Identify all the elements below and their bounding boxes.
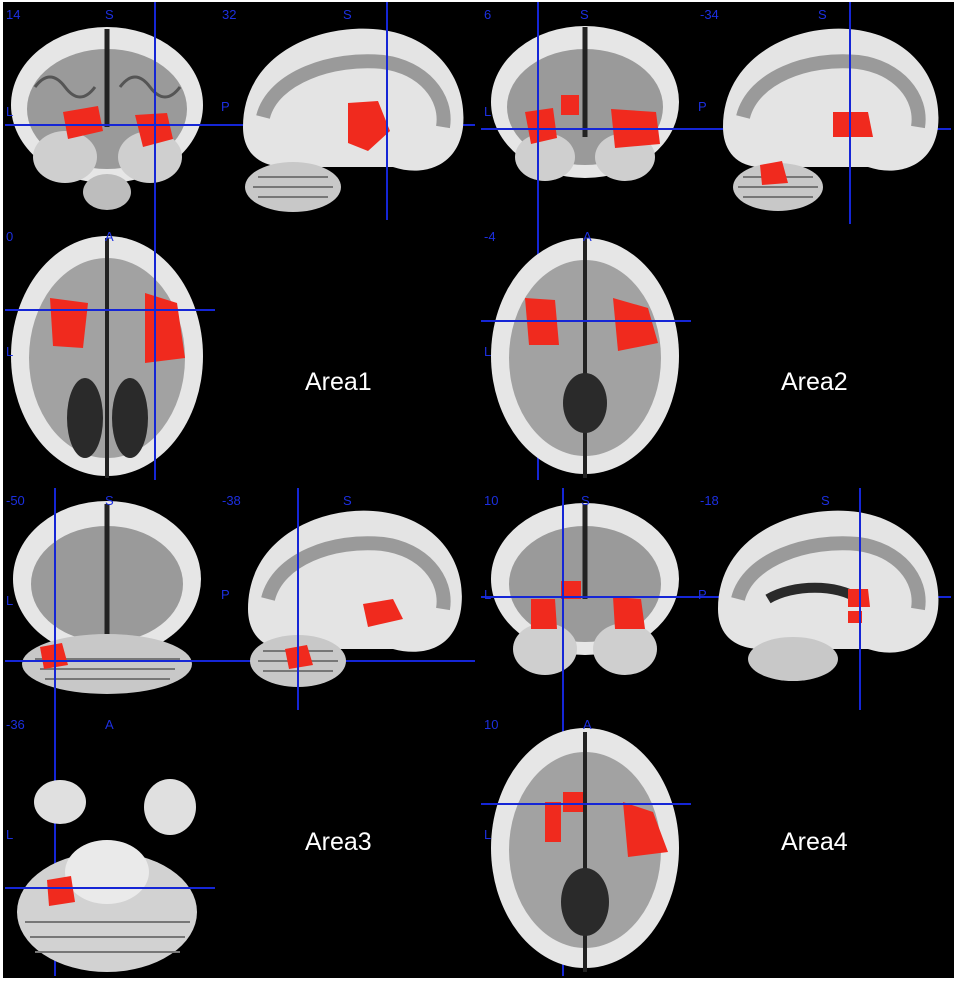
activation-blob: [285, 645, 313, 669]
area4-sagittal-slice: [698, 499, 950, 699]
slice-number: -50: [6, 493, 25, 508]
crosshair-vertical: [154, 2, 156, 220]
activation-blob: [833, 112, 873, 137]
orientation-top-label: A: [583, 717, 592, 732]
orientation-side-label: L: [6, 827, 14, 842]
orientation-side-label: P: [221, 587, 230, 602]
slice-number: -36: [6, 717, 25, 732]
orientation-side-label: L: [484, 587, 492, 602]
area1-coronal-slice: [5, 17, 210, 222]
crosshair-horizontal: [481, 128, 951, 130]
area1-sagittal-slice: [223, 17, 473, 217]
slice-number: -18: [700, 493, 719, 508]
crosshair-vertical: [849, 2, 851, 224]
area3-axial-slice: [5, 772, 210, 972]
activation-blob: [531, 599, 557, 629]
activation-blob: [525, 108, 557, 144]
crosshair-horizontal: [481, 803, 691, 805]
activation-blob: [613, 597, 645, 629]
slice-number: 10: [484, 493, 499, 508]
orientation-side-label: P: [698, 99, 707, 114]
activation-blob: [63, 106, 103, 139]
crosshair-vertical: [297, 488, 299, 710]
area-label: Area1: [305, 368, 372, 396]
slice-number: 14: [6, 7, 21, 22]
axial-brain-image: [491, 238, 679, 478]
axial-brain-image: [491, 728, 679, 972]
orientation-side-label: P: [221, 99, 230, 114]
orientation-side-label: L: [484, 344, 492, 359]
crosshair-horizontal: [5, 887, 215, 889]
area-label: Area2: [781, 368, 848, 396]
sagittal-brain-image: [248, 510, 462, 687]
crosshair-horizontal: [5, 309, 215, 311]
crosshair-horizontal: [481, 320, 691, 322]
activation-blob: [561, 581, 581, 599]
slice-number: 32: [222, 7, 237, 22]
orientation-top-label: S: [105, 493, 114, 508]
sagittal-brain-image: [243, 28, 464, 212]
activation-blob: [545, 802, 561, 842]
activation-blob: [50, 298, 88, 348]
area-label: Area4: [781, 828, 848, 856]
crosshair-vertical: [386, 2, 388, 220]
orientation-top-label: S: [818, 7, 827, 22]
orientation-side-label: L: [484, 104, 492, 119]
area2-axial-slice: [483, 228, 688, 480]
orientation-top-label: A: [583, 229, 592, 244]
crosshair-vertical: [537, 2, 539, 480]
activation-blob: [561, 95, 579, 115]
figure-canvas: 14 S L 32 S P 0 A L Area1: [3, 2, 954, 978]
crosshair-vertical: [859, 488, 861, 710]
orientation-side-label: L: [6, 344, 14, 359]
area3-sagittal-slice: [223, 499, 473, 699]
orientation-top-label: S: [343, 493, 352, 508]
crosshair-vertical: [154, 220, 156, 480]
coronal-brain-image: [491, 503, 679, 675]
activation-blob: [348, 101, 390, 151]
crosshair-horizontal: [5, 124, 475, 126]
slice-number: -38: [222, 493, 241, 508]
activation-blob: [563, 792, 583, 812]
orientation-top-label: S: [105, 7, 114, 22]
slice-number: 0: [6, 229, 14, 244]
crosshair-horizontal: [5, 660, 475, 662]
crosshair-vertical: [54, 488, 56, 976]
orientation-top-label: A: [105, 229, 114, 244]
sagittal-brain-image: [723, 28, 939, 211]
axial-brain-image: [17, 779, 197, 972]
coronal-brain-image: [13, 501, 201, 694]
area-label: Area3: [305, 828, 372, 856]
orientation-side-label: L: [6, 593, 14, 608]
area4-coronal-slice: [483, 499, 688, 699]
sagittal-brain-image: [718, 510, 939, 681]
area3-coronal-slice: [5, 499, 210, 699]
slice-number: 6: [484, 7, 492, 22]
orientation-top-label: S: [580, 7, 589, 22]
activation-blob: [760, 161, 788, 185]
orientation-side-label: L: [484, 827, 492, 842]
area2-sagittal-slice: [698, 17, 950, 217]
slice-number: -4: [484, 229, 496, 244]
orientation-top-label: S: [821, 493, 830, 508]
coronal-brain-image: [11, 27, 203, 210]
activation-blob: [848, 611, 862, 623]
orientation-top-label: S: [581, 493, 590, 508]
orientation-top-label: S: [343, 7, 352, 22]
crosshair-horizontal: [481, 596, 951, 598]
slice-number: -34: [700, 7, 719, 22]
orientation-side-label: L: [6, 104, 14, 119]
activation-blob: [47, 876, 75, 906]
activation-blob: [613, 298, 658, 351]
area2-coronal-slice: [483, 17, 688, 212]
activation-blob: [363, 599, 403, 627]
area4-axial-slice: [483, 722, 688, 974]
coronal-brain-image: [491, 26, 679, 181]
orientation-side-label: P: [698, 587, 707, 602]
area1-axial-slice: [5, 228, 210, 480]
activation-blob: [623, 802, 668, 857]
axial-brain-image: [11, 236, 203, 478]
orientation-top-label: A: [105, 717, 114, 732]
slice-number: 10: [484, 717, 499, 732]
